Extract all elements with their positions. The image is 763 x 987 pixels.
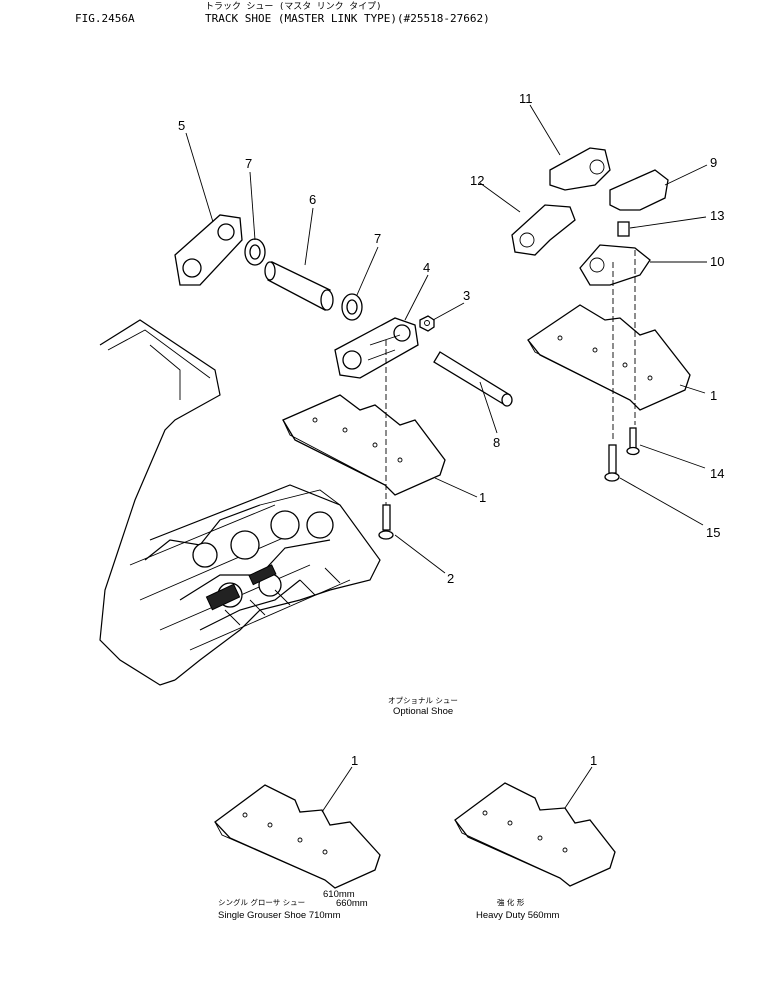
part-4-master-link	[334, 317, 419, 379]
callout-3: 3	[463, 288, 470, 303]
part-3-nut	[419, 315, 435, 332]
heavy-duty-caption-en: Heavy Duty 560mm	[476, 910, 560, 921]
single-grouser-shoe-illustration	[214, 784, 381, 889]
part-2-bolt	[378, 340, 394, 540]
callout-12: 12	[470, 173, 484, 188]
part-7-seal-left	[244, 238, 266, 266]
title-en: TRACK SHOE (MASTER LINK TYPE)(#25518-276…	[205, 12, 490, 25]
callout-2: 2	[447, 571, 454, 586]
callout-9: 9	[710, 155, 717, 170]
part-14-bolt	[626, 427, 640, 456]
callout-14: 14	[710, 466, 724, 481]
part-15-bolt	[604, 444, 620, 482]
callout-5: 5	[178, 118, 185, 133]
single-grouser-caption-jp: シングル グローサ シュー	[218, 897, 305, 907]
callout-13: 13	[710, 208, 724, 223]
part-11-link-half	[549, 147, 611, 191]
captions: オプショナル シュー Optional Shoe 610mm 660mm シング…	[218, 696, 560, 921]
callout-10: 10	[710, 254, 724, 269]
part-10-link-assembly	[579, 244, 651, 286]
callout-1-center: 1	[479, 490, 486, 505]
part-9-link-half	[609, 169, 669, 211]
callout-1-single: 1	[351, 753, 358, 768]
title-jp: トラック シュー (マスタ リンク タイプ)	[205, 2, 382, 12]
callout-4: 4	[423, 260, 430, 275]
part-5-link	[174, 214, 243, 286]
optional-shoe-caption-jp: オプショナル シュー	[388, 696, 458, 705]
part-6-bushing	[264, 261, 334, 311]
optional-shoe-caption-en: Optional Shoe	[393, 706, 453, 717]
heavy-duty-shoe-illustration	[454, 782, 616, 887]
heavy-duty-caption-jp: 強 化 形	[497, 897, 525, 907]
callout-7-left: 7	[245, 156, 252, 171]
single-grouser-sizes: 610mm 660mm	[323, 889, 368, 909]
track-assembly-illustration	[99, 319, 381, 686]
callout-8: 8	[493, 435, 500, 450]
part-7-seal-right	[341, 293, 363, 321]
fig-number: FIG.2456A	[75, 12, 135, 25]
single-grouser-caption-en: Single Grouser Shoe 710mm	[218, 910, 341, 921]
callout-labels: 5 7 6 7 4 3 8 1 2 11 9 12 13 10 1 14 15 …	[178, 91, 724, 768]
callout-15: 15	[706, 525, 720, 540]
part-8-pin	[433, 351, 513, 407]
part-12-link-half	[511, 204, 576, 256]
callout-1-right: 1	[710, 388, 717, 403]
callout-11: 11	[519, 91, 533, 106]
callout-6: 6	[309, 192, 316, 207]
callout-7-right: 7	[374, 231, 381, 246]
part-13-nut	[617, 221, 630, 237]
part-1-shoe-center	[282, 394, 446, 496]
callout-1-heavy: 1	[590, 753, 597, 768]
leader-lines	[185, 104, 708, 813]
part-1-shoe-right	[527, 250, 691, 440]
